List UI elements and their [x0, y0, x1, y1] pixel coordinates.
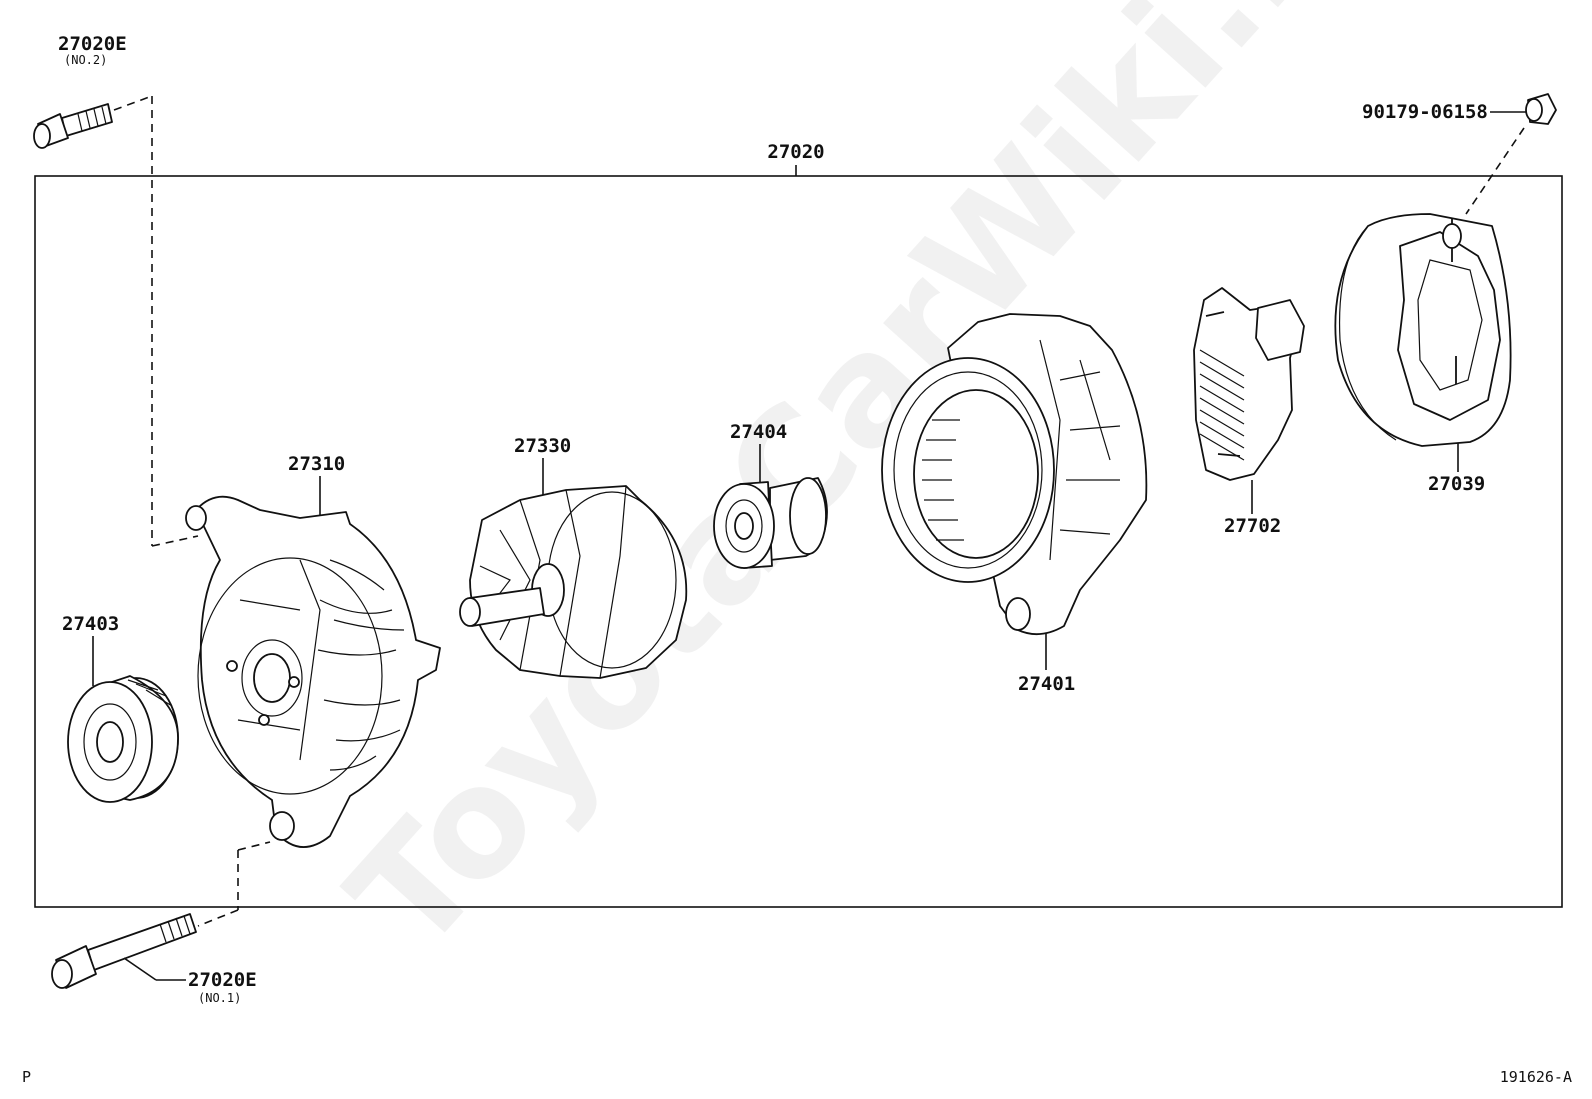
rear-cover-icon [1334, 213, 1512, 447]
rear-cover-label: 27039 [1428, 473, 1485, 495]
bolt-no1-sub: (NO.1) [198, 991, 241, 1005]
assembly-frame [34, 175, 1563, 908]
bolt-no2-label: 27020E [58, 33, 127, 55]
footer-code: 191626-A [1500, 1068, 1572, 1086]
pulley-label: 27403 [62, 613, 119, 635]
bolt-no2-sub: (NO.2) [64, 53, 107, 67]
assembly-label: 27020 [767, 141, 824, 163]
bolt-no1-icon [51, 913, 197, 989]
pulley-icon [67, 675, 179, 803]
rotor-label: 27330 [514, 435, 571, 457]
stator-frame-label: 27401 [1018, 673, 1075, 695]
regulator-label: 27702 [1224, 515, 1281, 537]
stator-frame-icon [881, 313, 1148, 636]
drive-end-frame-label: 27310 [288, 453, 345, 475]
bolt-no1-label: 27020E [188, 969, 257, 991]
bolt-no2-icon [33, 103, 113, 149]
nut-label: 90179-06158 [1362, 101, 1488, 123]
regulator-icon [1193, 287, 1305, 481]
bearing-icon [713, 477, 828, 569]
rotor-icon [459, 485, 688, 679]
bearing-label: 27404 [730, 421, 787, 443]
nut-icon [1525, 93, 1557, 125]
footer-left: P [22, 1068, 31, 1086]
drive-end-frame-icon [185, 495, 441, 848]
